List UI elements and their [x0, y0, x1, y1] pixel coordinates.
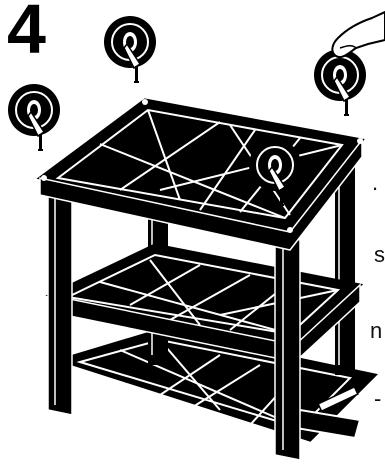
caster-left	[7, 83, 61, 151]
text-fragment-3: n	[370, 318, 383, 343]
text-fragment-4: -	[374, 386, 382, 411]
step-number: 4	[7, 0, 46, 68]
hand-icon	[331, 10, 385, 58]
text-fragment-2: s	[374, 242, 385, 267]
top-shelf	[36, 98, 365, 251]
caster-held	[313, 48, 367, 116]
front-legs	[47, 184, 301, 461]
text-fragment-1: .	[372, 170, 379, 195]
caster-top	[103, 15, 157, 83]
